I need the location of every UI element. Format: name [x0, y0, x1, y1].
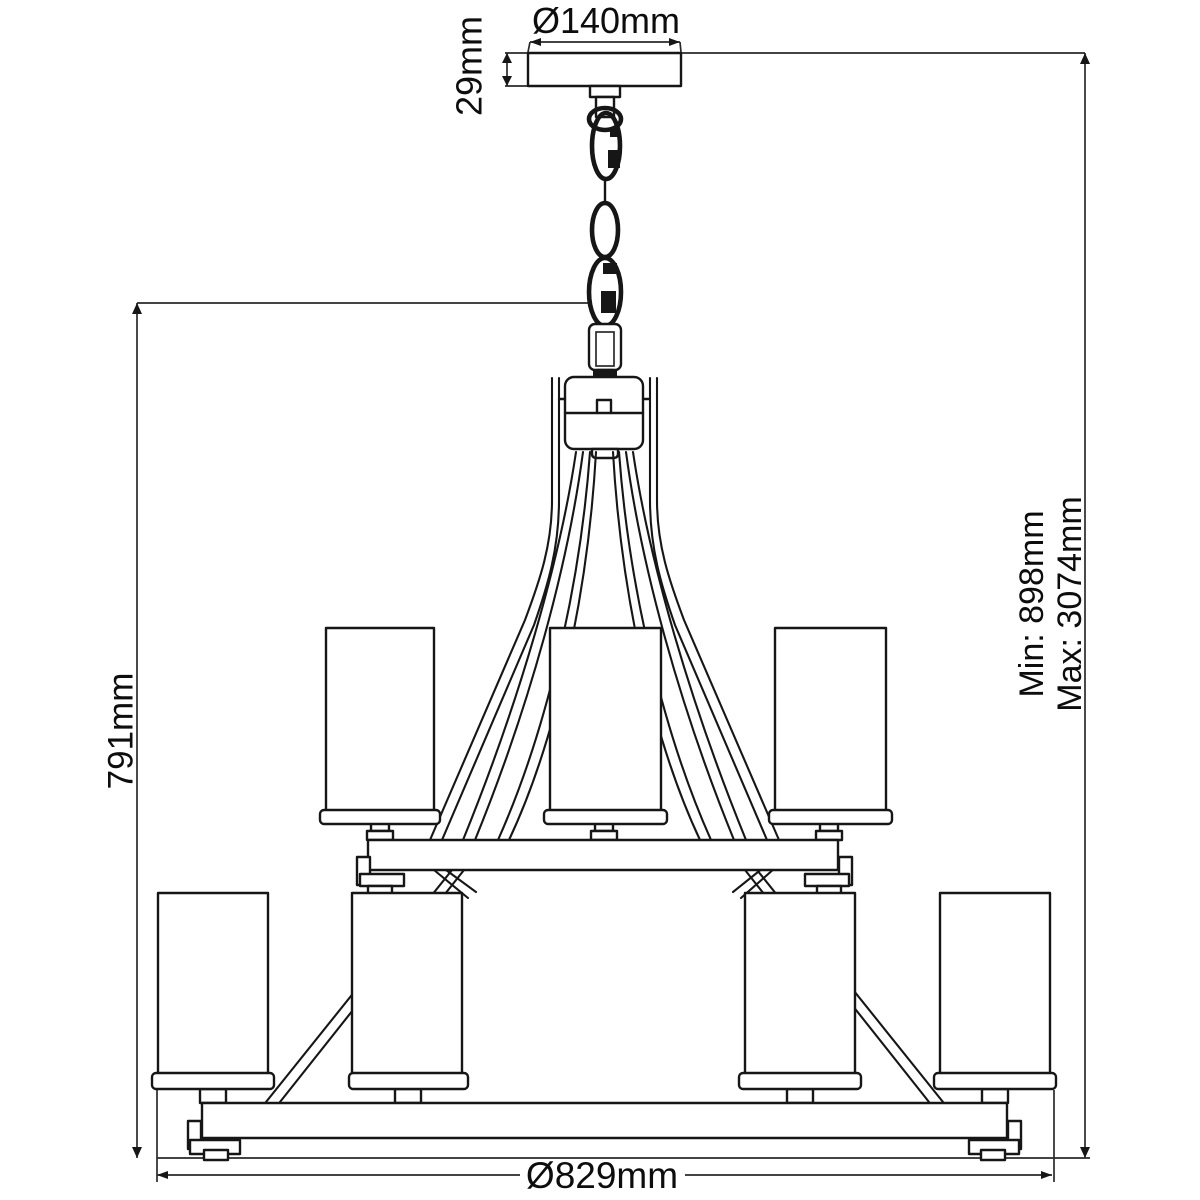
lower-ring — [186, 1087, 1023, 1162]
lower-shades — [150, 891, 1058, 1091]
label-max-drop: Max: 3074mm — [1051, 496, 1089, 711]
label-canopy-height: 29mm — [449, 16, 490, 116]
suspension-chain — [586, 84, 624, 380]
ceiling-canopy — [526, 51, 683, 88]
lower-shade-outer-left — [156, 891, 270, 1076]
upper-shade-right — [773, 626, 888, 813]
label-body-height: 791mm — [102, 673, 141, 790]
upper-ring — [355, 821, 854, 897]
upper-shade-center — [548, 626, 663, 813]
label-body-diameter: Ø829mm — [526, 1155, 678, 1196]
label-canopy-diameter: Ø140mm — [532, 0, 680, 41]
dimension-lines — [132, 38, 1090, 1182]
lower-shade-inner-left — [350, 891, 464, 1076]
lower-shade-outer-right — [938, 891, 1052, 1076]
upper-shades — [318, 626, 894, 826]
upper-shade-left — [324, 626, 436, 813]
dimension-labels: Ø140mm 29mm 791mm Min: 898mm Max: 3074mm… — [102, 0, 1090, 1196]
lower-shade-inner-right — [743, 891, 857, 1076]
label-min-drop: Min: 898mm — [1013, 510, 1051, 697]
central-hub — [557, 371, 651, 460]
